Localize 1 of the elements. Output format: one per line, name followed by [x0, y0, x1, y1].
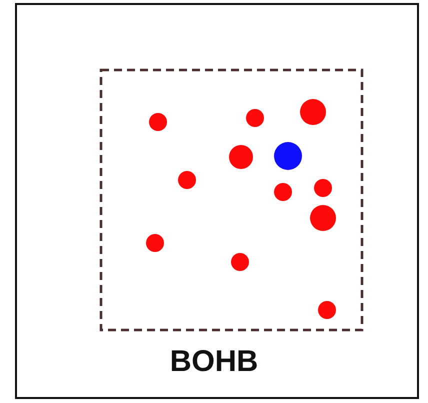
- panel-label: BOHB: [170, 345, 258, 378]
